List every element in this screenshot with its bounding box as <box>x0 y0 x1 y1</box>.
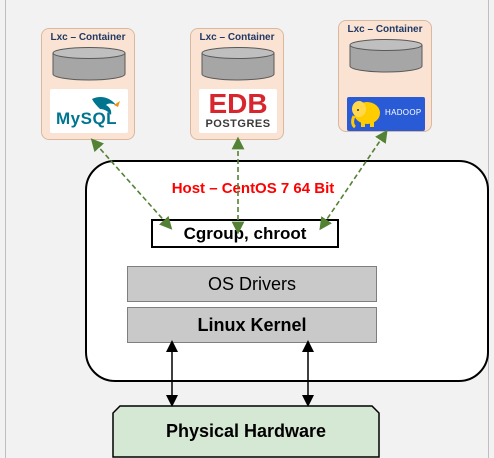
physical-hardware-label: Physical Hardware <box>165 421 327 441</box>
database-cylinder-icon <box>52 47 126 81</box>
physical-hardware-shape <box>112 405 380 458</box>
container-title: Lxc – Container <box>50 32 126 43</box>
mysql-logo: MySQL <box>50 89 128 133</box>
database-cylinder-icon <box>349 39 423 73</box>
mysql-logo-text: MySQL <box>56 109 118 128</box>
edb-logo-main: EDB <box>208 88 268 119</box>
hadoop-logo: HADOOP <box>347 97 425 131</box>
linux-kernel-layer: Linux Kernel <box>127 307 377 343</box>
database-cylinder-icon <box>201 47 275 81</box>
lxc-container-edb-postgres: Lxc – Container EDB POSTGRES <box>190 28 284 140</box>
frame-left-border <box>5 0 6 458</box>
edb-logo-sub: POSTGRES <box>205 118 271 130</box>
elephant-icon <box>351 101 380 129</box>
mysql-to-cgroup-arrow <box>90 138 173 230</box>
dolphin-icon <box>92 97 120 115</box>
container-title: Lxc – Container <box>347 24 423 35</box>
hadoop-to-cgroup-arrow <box>319 129 388 231</box>
edb-postgres-logo: EDB POSTGRES <box>199 89 277 133</box>
container-title: Lxc – Container <box>199 32 275 43</box>
host-title: Host – CentOS 7 64 Bit <box>171 180 335 197</box>
os-drivers-layer: OS Drivers <box>127 266 377 302</box>
hadoop-logo-text: HADOOP <box>385 108 422 117</box>
lxc-container-hadoop: Lxc – Container HADOOP <box>338 20 432 132</box>
cgroup-chroot-box: Cgroup, chroot <box>151 219 339 248</box>
lxc-container-mysql: Lxc – Container MySQL <box>41 28 135 140</box>
